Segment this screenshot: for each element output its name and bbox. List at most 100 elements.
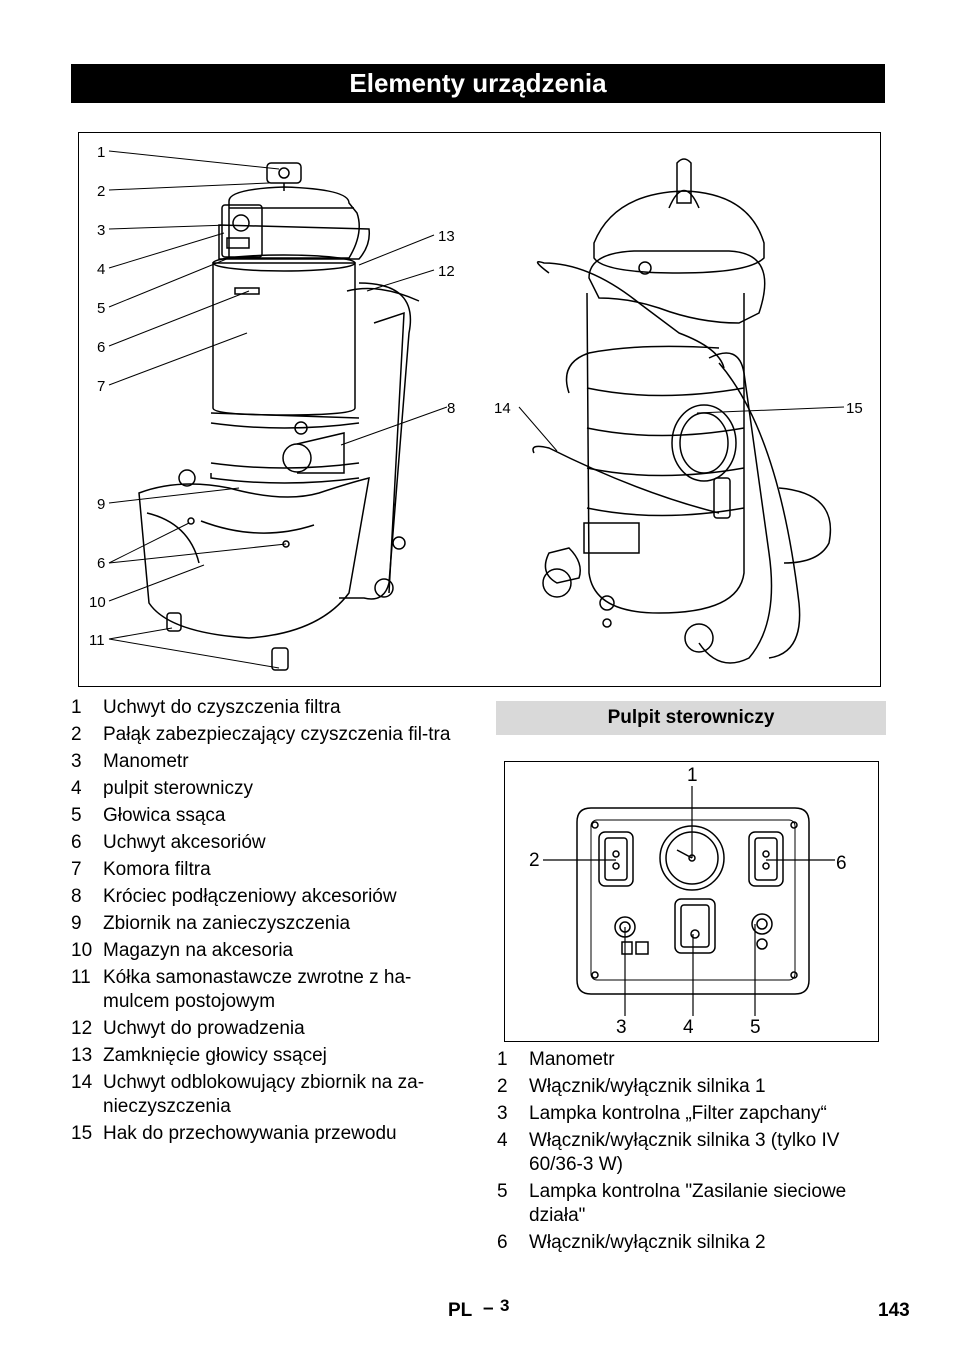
motor1-switch — [598, 831, 634, 887]
item-text: Manometr — [529, 1049, 615, 1070]
item-text: Komora filtra — [103, 859, 211, 880]
footer-section-number: 3 — [500, 1296, 510, 1315]
callout-label: 14 — [494, 400, 511, 417]
item-number: 1 — [497, 1049, 508, 1070]
item-number: 5 — [497, 1181, 508, 1202]
suction-head — [228, 186, 360, 259]
callout-label: 6 — [97, 339, 105, 356]
callout-label: 3 — [97, 222, 105, 239]
item-number: 4 — [71, 778, 82, 799]
callout-label: 4 — [97, 261, 105, 278]
item-number: 3 — [71, 751, 82, 772]
callout-label: 8 — [447, 400, 455, 417]
callout-label: 15 — [846, 400, 863, 417]
device-drawing: 1 2 3 4 5 6 7 8 9 6 10 11 13 12 14 15 — [89, 144, 863, 671]
list-item: 7 Komora filtra — [71, 858, 456, 882]
caster-wheel — [166, 612, 182, 632]
section-heading-text: Pulpit sterowniczy — [607, 707, 775, 728]
item-text: Uchwyt akcesoriów — [103, 832, 266, 853]
callout-label: 1 — [687, 765, 698, 786]
item-text: Magazyn na akcesoria — [103, 940, 294, 961]
list-item: 1 Manometr — [497, 1048, 882, 1072]
callout-label: 11 — [89, 632, 105, 649]
callout-label: 1 — [97, 144, 105, 161]
footer-language: PL — [448, 1300, 473, 1321]
callout-label: 5 — [750, 1017, 761, 1038]
item-text: Uchwyt odblokowujący zbiornik na za-niec… — [103, 1072, 425, 1117]
control-panel-drawing: 1 2 6 3 4 5 — [529, 765, 847, 1038]
item-number: 2 — [497, 1076, 508, 1097]
list-item: 8 Króciec podłączeniowy akcesoriów — [71, 885, 456, 909]
page-title-bar: Elementy urządzenia — [71, 64, 885, 103]
filter-clean-handle-rear — [676, 158, 692, 204]
item-number: 7 — [71, 859, 82, 880]
callout-label: 13 — [438, 228, 455, 245]
item-number: 11 — [71, 967, 91, 988]
list-item: 2 Włącznik/wyłącznik silnika 1 — [497, 1075, 882, 1099]
item-number: 3 — [497, 1103, 508, 1124]
item-number: 13 — [71, 1045, 93, 1066]
callout-label: 2 — [529, 850, 540, 871]
item-text: Włącznik/wyłącznik silnika 3 (tylko IV 6… — [529, 1130, 840, 1175]
item-number: 12 — [71, 1018, 93, 1039]
list-item: 13 Zamknięcie głowicy ssącej — [71, 1044, 456, 1068]
power-lamp — [751, 913, 773, 935]
item-text: Hak do przechowywania przewodu — [103, 1123, 397, 1144]
motor3-switch — [674, 898, 716, 954]
callout-label: 3 — [616, 1017, 627, 1038]
item-number: 6 — [497, 1232, 508, 1253]
item-number: 2 — [71, 724, 82, 745]
guide-handle — [339, 282, 412, 600]
callout-label: 4 — [683, 1017, 694, 1038]
item-text: Zbiornik na zanieczyszczenia — [103, 913, 351, 934]
callout-label: 7 — [97, 378, 105, 395]
caster-wheel — [271, 647, 289, 671]
filter-clean-handle — [266, 162, 302, 184]
item-number: 9 — [71, 913, 82, 934]
item-text: Pałąk zabezpieczający czyszczenia fil-tr… — [103, 724, 451, 745]
filter-chamber — [212, 262, 356, 416]
panel-outline — [576, 807, 810, 995]
list-item: 1 Uchwyt do czyszczenia filtra — [71, 696, 456, 720]
item-text: Lampka kontrolna „Filter zapchany“ — [529, 1103, 827, 1124]
item-text: Uchwyt do czyszczenia filtra — [103, 697, 341, 718]
section-heading: Pulpit sterowniczy — [496, 701, 886, 735]
callout-label: 12 — [438, 263, 455, 280]
item-text: Głowica ssąca — [103, 805, 226, 826]
device-illustration: 1 2 3 4 5 6 7 8 9 6 10 11 13 12 14 15 — [78, 132, 881, 687]
list-item: 2 Pałąk zabezpieczający czyszczenia fil-t… — [71, 723, 456, 747]
list-item: 15 Hak do przechowywania przewodu — [71, 1122, 456, 1146]
control-panel-illustration: 1 2 6 3 4 5 — [504, 761, 879, 1042]
item-text: pulpit sterowniczy — [103, 778, 253, 799]
callout-label: 9 — [97, 496, 105, 513]
guide-handle-rear — [698, 352, 773, 664]
cable-hook-coil — [671, 404, 737, 482]
page-title: Elementy urządzenia — [349, 68, 607, 98]
item-number: 8 — [71, 886, 82, 907]
item-number: 1 — [71, 697, 82, 718]
item-number: 15 — [71, 1123, 93, 1144]
waste-tank-rear — [586, 292, 745, 614]
callout-label: 6 — [97, 555, 105, 572]
item-text: Zamknięcie głowicy ssącej — [103, 1045, 327, 1066]
item-number: 10 — [71, 940, 93, 961]
item-text: Uchwyt do prowadzenia — [103, 1018, 305, 1039]
list-item: 9 Zbiornik na zanieczyszczenia — [71, 912, 456, 936]
list-item: 12 Uchwyt do prowadzenia — [71, 1017, 456, 1041]
list-item: 3 Lampka kontrolna „Filter zapchany“ — [497, 1102, 882, 1126]
callout-label: 10 — [89, 594, 106, 611]
item-text: Włącznik/wyłącznik silnika 1 — [529, 1076, 766, 1097]
gauge-small — [232, 214, 250, 232]
list-item: 11 Kółka samonastawcze zwrotne z ha-mulce… — [71, 966, 456, 1014]
list-item: 10 Magazyn na akcesoria — [71, 939, 456, 963]
item-text: Króciec podłączeniowy akcesoriów — [103, 886, 397, 907]
item-number: 14 — [71, 1072, 93, 1093]
item-text: Kółka samonastawcze zwrotne z ha-mulcem … — [103, 967, 412, 1012]
